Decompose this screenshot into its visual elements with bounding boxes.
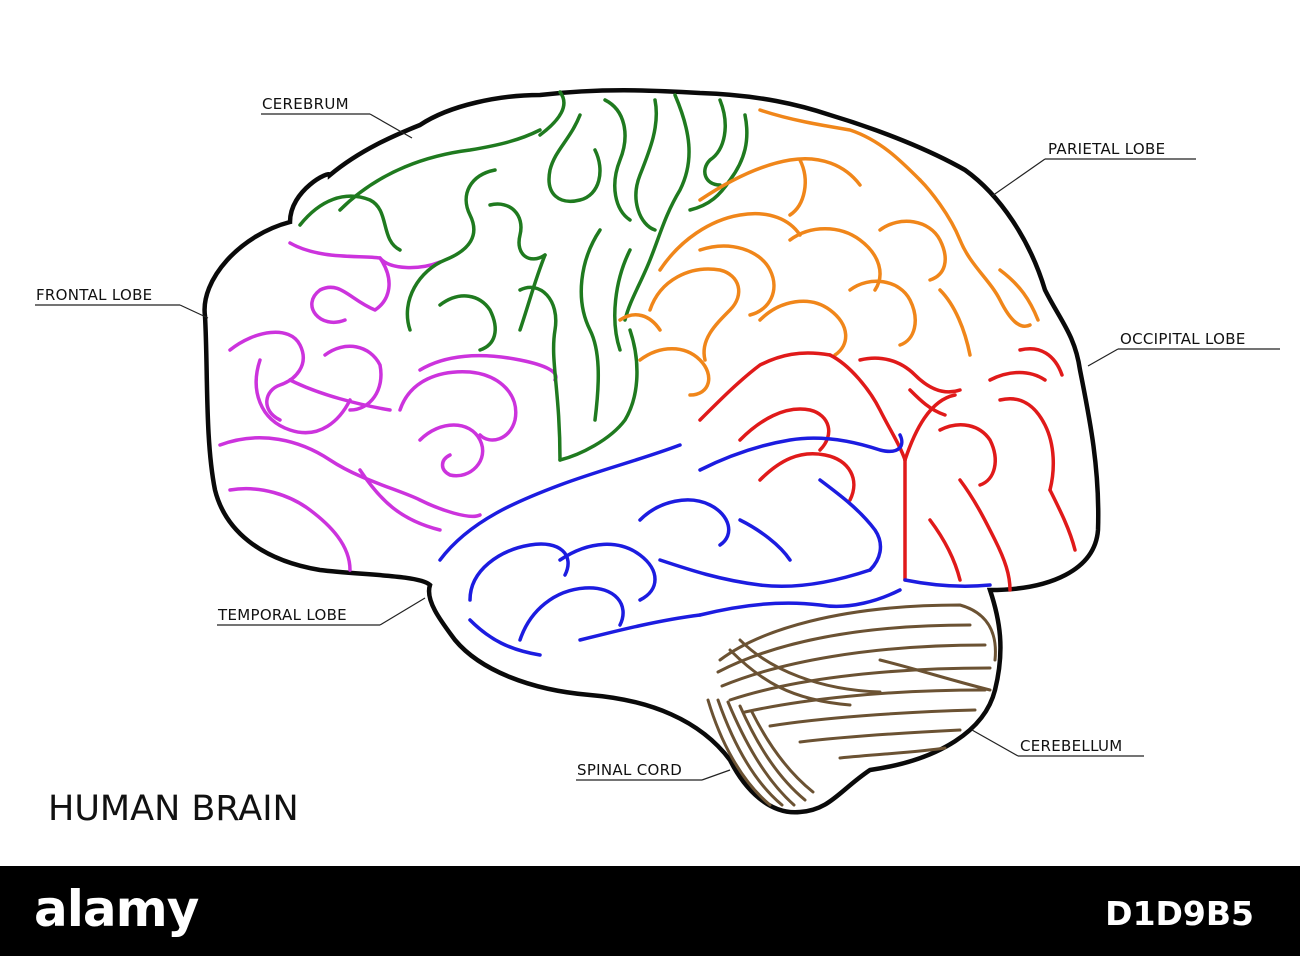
parietal-lobe-region: [618, 108, 1040, 397]
cerebellum-leader-pointer: [971, 729, 1019, 757]
cerebellum-region: [716, 603, 997, 760]
frontal-leader-pointer: [179, 304, 209, 319]
spinal-cord-leader-pointer: [701, 769, 731, 781]
brain-diagram: CEREBRUM PARIETAL LOBE FRONTAL LOBE OCCI…: [35, 88, 1280, 829]
spinal-cord-region: [706, 698, 815, 807]
frontal-lobe-label: FRONTAL LOBE: [36, 286, 152, 304]
footer-bar: alamy D1D9B5: [0, 866, 1300, 956]
cerebrum-leader-pointer: [369, 113, 413, 139]
diagram-title: HUMAN BRAIN: [48, 789, 299, 829]
parietal-leader-pointer: [991, 158, 1046, 197]
cerebellum-label: CEREBELLUM: [1020, 737, 1123, 755]
brand-logo: alamy: [34, 880, 199, 938]
spinal-cord-label: SPINAL CORD: [577, 761, 682, 779]
frontal-lobe-region: [218, 241, 558, 572]
occipital-lobe-region: [698, 347, 1077, 592]
cerebrum-label: CEREBRUM: [262, 95, 349, 113]
temporal-lobe-region: [438, 433, 992, 657]
occipital-leader-pointer: [1087, 348, 1119, 367]
occipital-lobe-label: OCCIPITAL LOBE: [1120, 330, 1246, 348]
temporal-leader-pointer: [379, 597, 426, 626]
image-id: D1D9B5: [1105, 894, 1254, 933]
parietal-lobe-label: PARIETAL LOBE: [1048, 140, 1165, 158]
temporal-lobe-label: TEMPORAL LOBE: [217, 606, 347, 624]
